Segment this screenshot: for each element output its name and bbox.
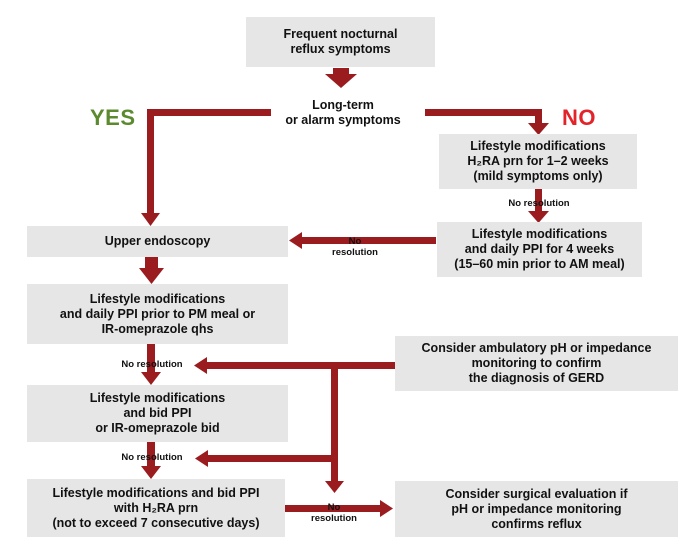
no-step1-box: Lifestyle modifications H₂RA prn for 1–2… [439,134,637,189]
arrow-yes-vertical [147,109,154,215]
arrow-step2-step3 [141,442,161,479]
yes-step2-box: Lifestyle modifications and bid PPI or I… [27,385,288,442]
arrow-amb-left1-shaft [205,362,395,369]
no-resolution-label-mid: No resolution [332,236,378,258]
yes-label: YES [90,105,136,130]
start-box: Frequent nocturnal reflux symptoms [246,17,435,67]
arrow-spine-down-head [325,481,344,493]
arrow-amb-spine [331,365,338,483]
arrow-no-head [528,123,549,135]
arrow-no-horizontal [425,109,542,116]
no-label: NO [562,105,596,130]
arrow-start-decision [325,68,357,88]
no-step2-box: Lifestyle modifications and daily PPI fo… [437,222,642,277]
arrow-no-step-vertical [535,189,542,216]
arrow-yes-head [141,213,160,226]
no-resolution-label-left1: No resolution [121,359,183,370]
arrow-amb-left2-shaft [206,455,335,462]
arrow-no-vertical [535,109,542,125]
upper-endoscopy-box: Upper endoscopy [27,226,288,257]
arrow-to-surgical-shaft [285,505,382,512]
no-resolution-label-right: No resolution [508,198,570,209]
arrow-step1-step2 [141,344,161,385]
ambulatory-box: Consider ambulatory pH or impedance moni… [395,336,678,391]
arrow-yes-horizontal [147,109,271,116]
arrow-to-endoscopy-shaft [300,237,436,244]
arrow-to-endoscopy-head [289,232,302,249]
arrow-no-step-head [528,211,549,223]
surgical-box: Consider surgical evaluation if pH or im… [395,481,678,537]
no-resolution-label-bottom: No resolution [311,502,357,524]
arrow-endoscopy-step1 [139,256,164,284]
arrow-amb-spine-top [331,362,338,369]
no-resolution-label-left2: No resolution [121,452,183,463]
arrow-amb-left2-head [195,450,208,467]
decision-text: Long-term or alarm symptoms [285,98,401,127]
arrow-to-surgical-head [380,500,393,517]
yes-step3-box: Lifestyle modifications and bid PPI with… [27,479,285,537]
yes-step1-box: Lifestyle modifications and daily PPI pr… [27,284,288,344]
arrow-amb-left1-head [194,357,207,374]
